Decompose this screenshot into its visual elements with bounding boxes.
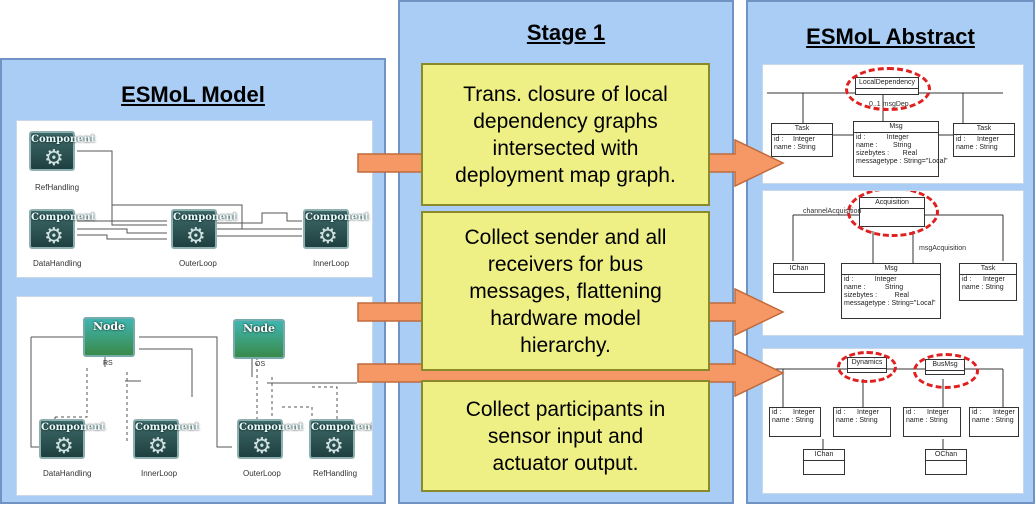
rs-label: RS	[103, 360, 113, 367]
channel-acquisition-label: channelAcquisition	[803, 208, 862, 215]
highlight-ellipse-2	[847, 191, 939, 237]
uml-diagram-io: Dynamics BusMsg id : Integer name : Stri…	[762, 348, 1024, 494]
node-block-1[interactable]: Node	[83, 317, 135, 357]
uml-class-attrs: id : Integer name : String	[956, 136, 999, 151]
component-block-innerloop-deployed[interactable]: Component⚙	[133, 419, 200, 459]
node-label: Node	[242, 322, 276, 335]
deployment-diagram: Node RS Node OS Component⚙ DataHandling …	[16, 296, 373, 496]
uml-class-ichan-3[interactable]: IChan	[803, 449, 845, 475]
uml-class-title: IChan	[774, 264, 824, 275]
component-label: Component	[173, 212, 238, 223]
gear-icon: ⚙	[54, 433, 74, 458]
uml-class-ichan[interactable]: IChan	[773, 263, 825, 293]
uml-class-attrs: id : Integer name : String	[962, 276, 1005, 291]
uml-diagram-acquisition: Acquisition channelAcquisition msgAcquis…	[762, 190, 1024, 336]
highlight-ellipse-1	[845, 67, 931, 111]
uml-class-attrs: id : Integer name : String	[772, 409, 815, 424]
uml-class-title: Msg	[854, 122, 938, 133]
highlight-ellipse-3b	[913, 353, 979, 389]
label-outerloop-deployed: OuterLoop	[243, 469, 281, 478]
node-block-2[interactable]: Node	[233, 319, 285, 359]
component-label: Component	[305, 212, 370, 223]
component-block-datahandling[interactable]: Component⚙	[29, 209, 96, 249]
uml-class-ochan-3[interactable]: OChan	[925, 449, 967, 475]
component-dataflow-diagram: Component⚙ RefHandling Component⚙ DataHa…	[16, 120, 373, 278]
component-block-refhandling[interactable]: Component⚙	[29, 131, 96, 171]
component-block-datahandling-deployed[interactable]: Component⚙	[39, 419, 106, 459]
label-refhandling-deployed: RefHandling	[313, 469, 358, 478]
esmol-abstract-title: ESMoL Abstract	[806, 24, 975, 49]
gear-icon: ⚙	[44, 223, 64, 248]
uml-class-attrs-2[interactable]: id : Integer name : String	[833, 407, 891, 437]
gear-icon: ⚙	[324, 433, 344, 458]
msg-dep-label: 0..1 msgDep	[869, 101, 909, 108]
component-block-innerloop[interactable]: Component⚙	[303, 209, 370, 249]
component-label: Component	[41, 422, 106, 433]
highlight-ellipse-3a	[837, 351, 897, 383]
stage1-title: Stage 1	[526, 20, 606, 45]
dataflow-connections	[77, 150, 302, 240]
uml-class-title: Task	[960, 264, 1016, 275]
uml-class-attrs-1[interactable]: id : Integer name : String	[769, 407, 821, 437]
stage1-step-transitive-closure: Trans. closure of local dependency graph…	[421, 63, 710, 206]
component-label: Component	[31, 212, 96, 223]
uml-class-title: IChan	[804, 450, 844, 461]
label-datahandling-deployed: DataHandling	[43, 469, 92, 478]
uml-class-attrs: id : Integer name : String	[906, 409, 949, 424]
gear-icon: ⚙	[44, 145, 64, 170]
esmol-model-panel: ESMoL Model Component⚙ RefHandling Compo…	[0, 58, 386, 504]
uml-class-attrs: id : Integer name : String sizebytes : R…	[844, 276, 936, 307]
stage1-step-bus-messages: Collect sender and all receivers for bus…	[421, 211, 710, 371]
uml-class-attrs-3[interactable]: id : Integer name : String	[903, 407, 961, 437]
msg-acquisition-label: msgAcquisition	[919, 245, 967, 252]
uml-class-title: Msg	[842, 264, 940, 275]
uml-class-attrs: id : Integer name : String	[972, 409, 1015, 424]
label-refhandling: RefHandling	[35, 183, 80, 192]
uml-class-attrs: id : Integer name : String	[836, 409, 879, 424]
component-label: Component	[239, 422, 304, 433]
label-datahandling: DataHandling	[33, 259, 82, 268]
component-block-refhandling-deployed[interactable]: Component⚙	[309, 419, 373, 459]
gear-icon: ⚙	[186, 223, 206, 248]
uml-class-title: Task	[772, 124, 832, 135]
esmol-model-title: ESMoL Model	[121, 82, 265, 107]
uml-class-attrs-4[interactable]: id : Integer name : String	[969, 407, 1019, 437]
label-innerloop: InnerLoop	[313, 259, 350, 268]
component-label: Component	[311, 422, 373, 433]
gear-icon: ⚙	[148, 433, 168, 458]
gear-icon: ⚙	[252, 433, 272, 458]
component-block-outerloop[interactable]: Component⚙	[171, 209, 238, 249]
gear-icon: ⚙	[318, 223, 338, 248]
uml-class-title: OChan	[926, 450, 966, 461]
component-label: Component	[31, 134, 96, 145]
os-label: OS	[255, 361, 266, 368]
esmol-abstract-panel: ESMoL Abstract LocalDependency 0..1 msgD…	[746, 0, 1035, 504]
component-block-outerloop-deployed[interactable]: Component⚙	[237, 419, 304, 459]
component-label: Component	[135, 422, 200, 433]
uml-class-attrs: id : Integer name : String sizebytes : R…	[856, 134, 948, 165]
uml-class-attrs: id : Integer name : String	[774, 136, 816, 151]
label-outerloop: OuterLoop	[179, 259, 217, 268]
uml-class-title: Task	[954, 124, 1014, 135]
stage1-step-io-participants: Collect participants in sensor input and…	[421, 380, 710, 492]
label-innerloop-deployed: InnerLoop	[141, 469, 178, 478]
deployment-connections	[30, 336, 357, 448]
node-label: Node	[92, 320, 126, 333]
